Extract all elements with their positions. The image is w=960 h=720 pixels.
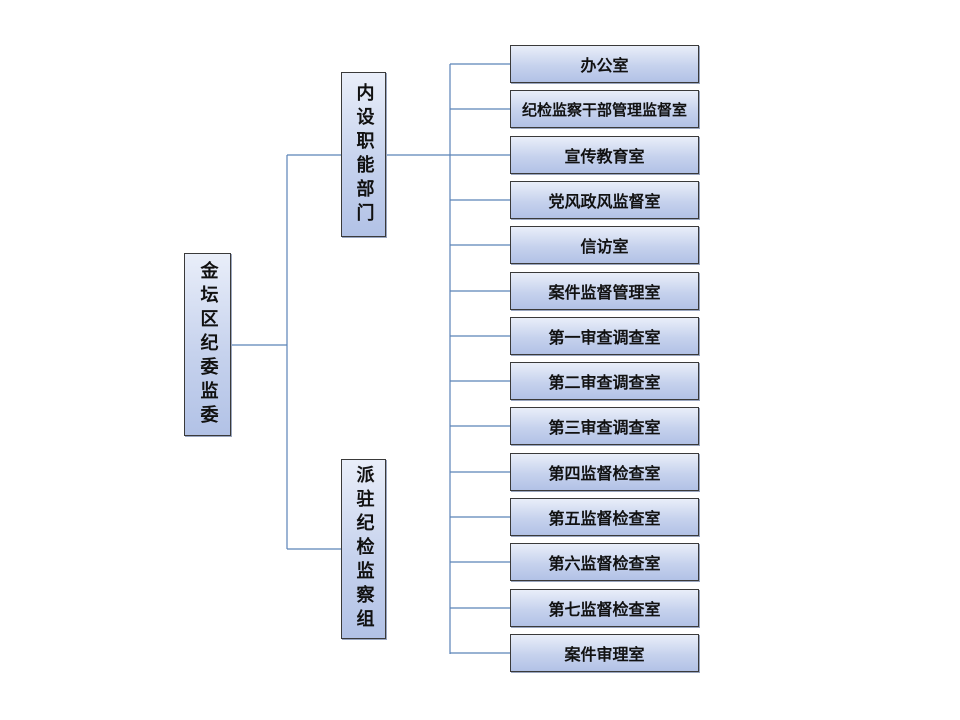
- department-node: 党风政风监督室: [510, 181, 699, 219]
- department-label: 第五监督检查室: [548, 509, 661, 528]
- department-node: 信访室: [510, 226, 699, 264]
- root-node-label: 金坛区纪委监委: [197, 260, 219, 429]
- department-label: 纪检监察干部管理监督室: [521, 100, 687, 119]
- department-node: 第四监督检查室: [510, 453, 699, 491]
- department-node: 第六监督检查室: [510, 543, 699, 581]
- department-node: 案件审理室: [510, 634, 699, 672]
- department-label: 第二审查调查室: [548, 373, 661, 392]
- internal-departments-node: 内设职能部门: [341, 72, 386, 237]
- department-label: 信访室: [580, 237, 629, 256]
- dispatched-groups-node: 派驻纪检监察组: [341, 459, 386, 639]
- department-node: 第七监督检查室: [510, 589, 699, 627]
- root-node: 金坛区纪委监委: [184, 253, 231, 436]
- department-label: 办公室: [580, 56, 629, 75]
- department-label: 党风政风监督室: [548, 192, 661, 211]
- department-node: 第二审查调查室: [510, 362, 699, 400]
- department-label: 第六监督检查室: [548, 554, 661, 573]
- department-label: 第一审查调查室: [548, 328, 661, 347]
- department-node: 宣传教育室: [510, 136, 699, 174]
- department-label: 第七监督检查室: [548, 600, 661, 619]
- department-node: 办公室: [510, 45, 699, 83]
- department-node: 第三审查调查室: [510, 407, 699, 445]
- department-node: 第一审查调查室: [510, 317, 699, 355]
- department-node: 第五监督检查室: [510, 498, 699, 536]
- department-label: 第四监督检查室: [548, 464, 661, 483]
- internal-departments-label: 内设职能部门: [353, 82, 375, 227]
- department-label: 案件监督管理室: [548, 283, 661, 302]
- department-node: 案件监督管理室: [510, 272, 699, 310]
- department-node: 纪检监察干部管理监督室: [510, 90, 699, 128]
- department-label: 第三审查调查室: [548, 418, 661, 437]
- department-label: 案件审理室: [564, 645, 645, 664]
- department-label: 宣传教育室: [564, 147, 645, 166]
- dispatched-groups-label: 派驻纪检监察组: [353, 465, 375, 633]
